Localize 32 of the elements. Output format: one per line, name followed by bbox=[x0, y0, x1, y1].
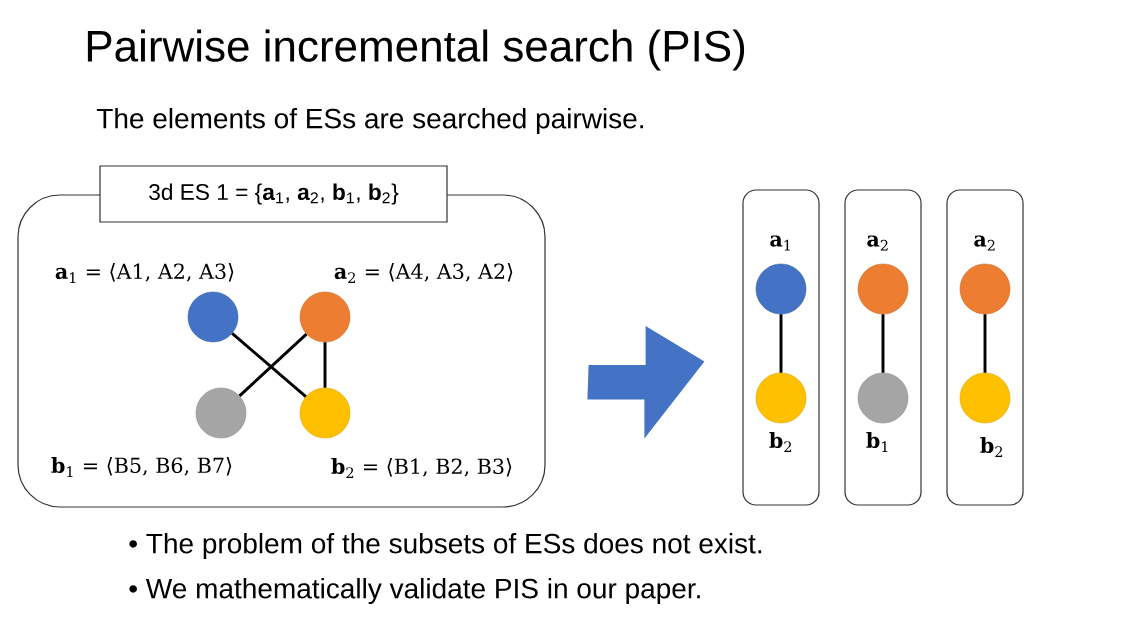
vertex-circle bbox=[755, 263, 807, 315]
block-arrow bbox=[587, 326, 705, 439]
pair-panel bbox=[742, 189, 820, 506]
variable-label: a$_{1}$ = ⟨A1, A2, A3⟩ bbox=[55, 263, 234, 283]
variable-label: b$_{2}$ = ⟨B1, B2, B3⟩ bbox=[331, 458, 512, 478]
vertex-circle bbox=[959, 263, 1011, 315]
variable-label: a$_{2}$ = ⟨A4, A3, A2⟩ bbox=[334, 263, 513, 283]
vertex-circle bbox=[857, 263, 909, 315]
variable-label: a$_{2}$ bbox=[974, 235, 995, 251]
pair-panel bbox=[946, 189, 1024, 506]
edge-line bbox=[779, 314, 783, 373]
subtitle-text: The elements of ESs are searched pairwise. bbox=[96, 107, 643, 135]
variable-label: b$_{1}$ = ⟨B5, B6, B7⟩ bbox=[51, 457, 232, 477]
pair-panel bbox=[844, 189, 922, 506]
slide-title: Pairwise incremental search (PIS) bbox=[87, 29, 745, 71]
edge-line bbox=[323, 342, 327, 388]
variable-label: a$_{1}$ bbox=[770, 235, 790, 251]
bullet-item: • The problem of the subsets of ESs does not exist. bbox=[129, 532, 762, 560]
vertex-circle bbox=[299, 291, 351, 343]
variable-label: b$_{1}$ bbox=[866, 432, 888, 452]
vertex-circle bbox=[857, 372, 909, 424]
vertex-circle bbox=[299, 387, 351, 439]
vertex-circle bbox=[187, 291, 239, 343]
bullet-item: • We mathematically validate PIS in our paper. bbox=[129, 577, 700, 605]
edge-line bbox=[983, 314, 987, 373]
vertex-circle bbox=[195, 387, 247, 439]
vertex-circle bbox=[959, 372, 1011, 424]
variable-label: b$_{2}$ bbox=[980, 437, 1003, 457]
edge-line bbox=[881, 314, 885, 373]
vertex-circle bbox=[755, 372, 807, 424]
variable-label: b$_{2}$ bbox=[769, 432, 792, 452]
variable-label: a$_{2}$ bbox=[867, 235, 888, 251]
